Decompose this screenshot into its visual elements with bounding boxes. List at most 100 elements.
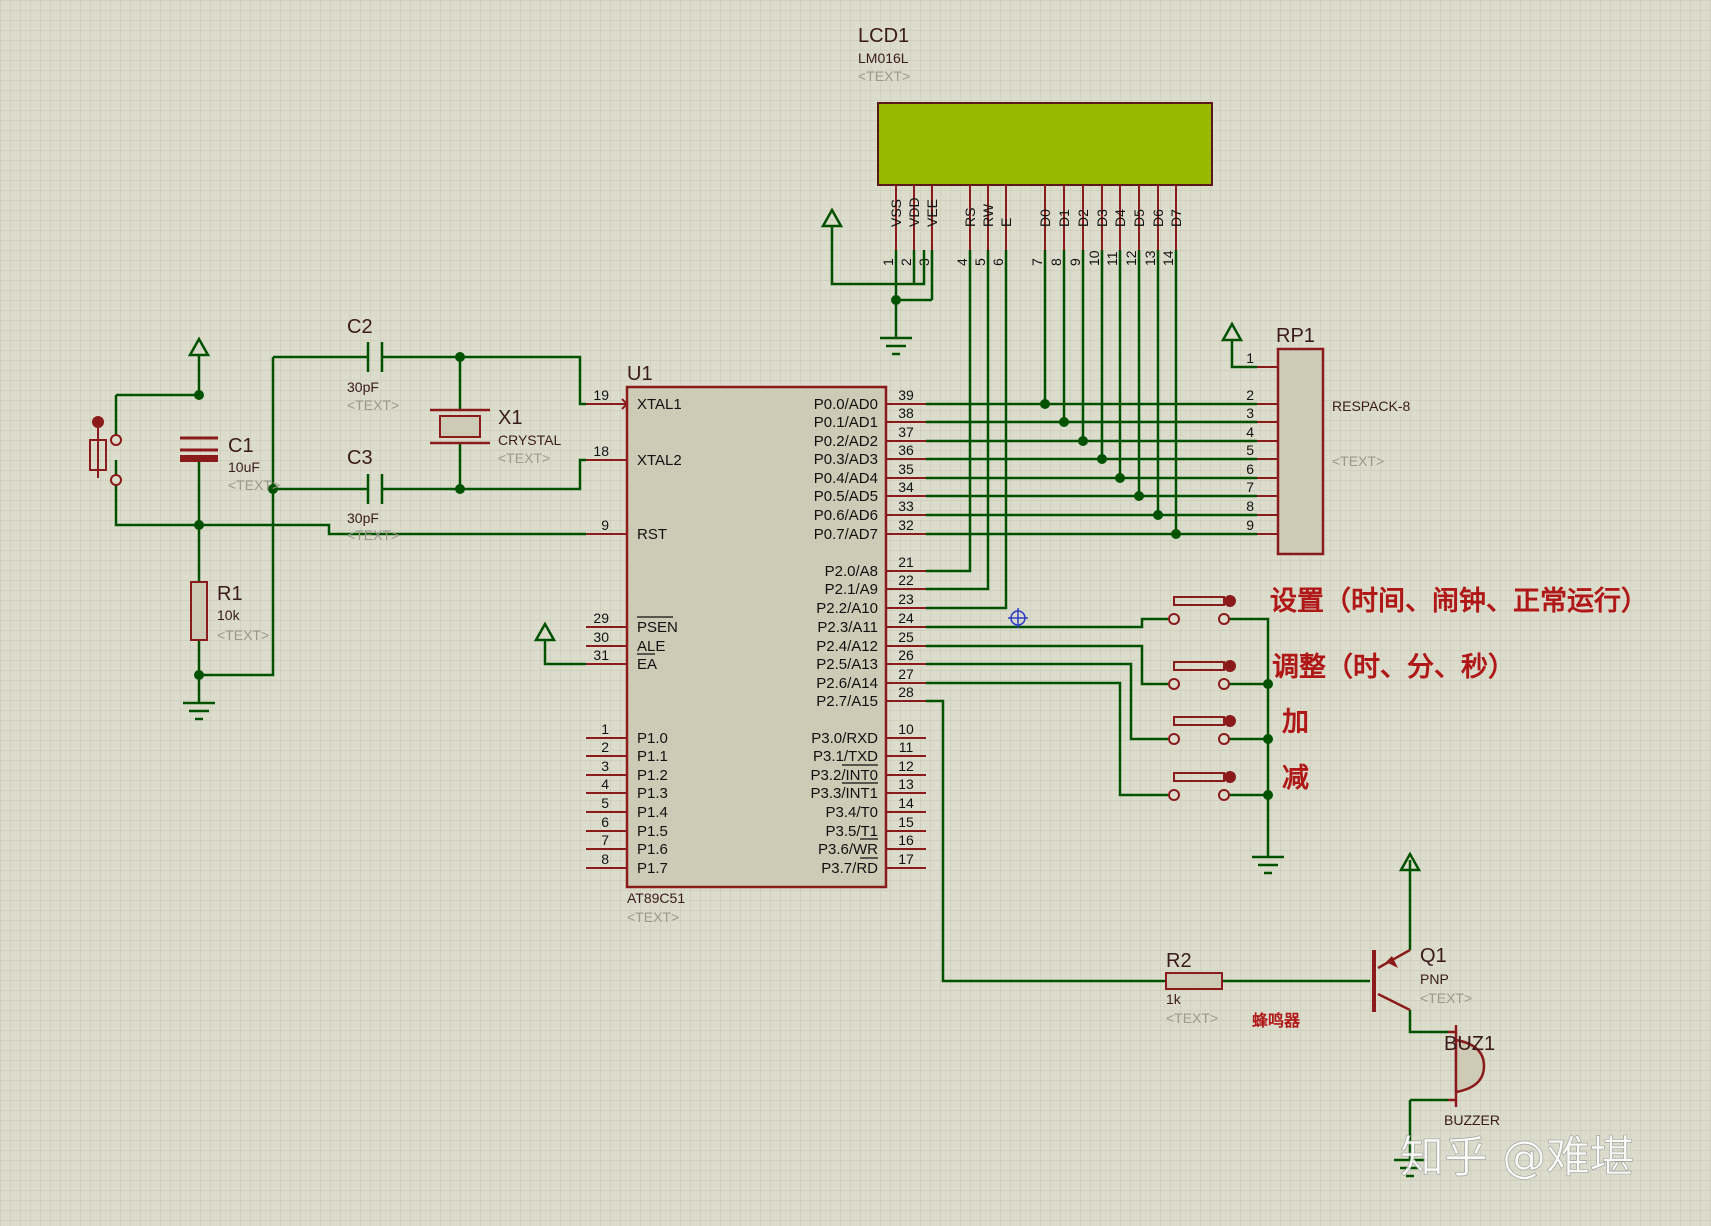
r2-body bbox=[1165, 972, 1223, 990]
lcd-pin-number: 2 bbox=[898, 258, 914, 266]
lcd-pin-name: D3 bbox=[1094, 209, 1110, 227]
u1-pin-number: 37 bbox=[898, 424, 914, 440]
u1-pin-number: 11 bbox=[899, 739, 914, 755]
u1-pin-number: 22 bbox=[898, 572, 914, 588]
wire-lcd-data bbox=[1043, 250, 1178, 534]
lcd-pin-name: D1 bbox=[1056, 209, 1072, 227]
u1-pin-number: 25 bbox=[898, 629, 914, 645]
lcd-pin-number: 4 bbox=[954, 258, 970, 266]
lcd-pin-number: 14 bbox=[1160, 250, 1176, 266]
annotation-minus: 减 bbox=[1282, 763, 1309, 794]
minus-button-knob bbox=[1224, 771, 1236, 783]
c2-text: <TEXT> bbox=[347, 397, 399, 413]
u1-pin-name: XTAL2 bbox=[637, 452, 682, 469]
q1-arrow bbox=[1386, 956, 1398, 968]
u1-pin-name: P1.2 bbox=[637, 767, 668, 784]
junction-dot bbox=[194, 390, 204, 400]
plus-button-plunger bbox=[1173, 716, 1225, 726]
vcc-arrow-q1 bbox=[1398, 851, 1422, 872]
u1-pin-name: P3.6/WR bbox=[818, 841, 878, 858]
minus-button[interactable] bbox=[1168, 771, 1236, 801]
c2-capacitor[interactable]: C2 30pF <TEXT> bbox=[347, 316, 400, 413]
u1-pin-number: 15 bbox=[898, 814, 914, 830]
u1-pin-name: P3.1/TXD bbox=[813, 748, 878, 765]
r2-value: 1k bbox=[1166, 991, 1182, 1007]
wire-p27-r2 bbox=[926, 699, 1370, 983]
r1-body bbox=[190, 581, 208, 641]
u1-pin-name: P1.1 bbox=[637, 748, 668, 765]
wire-btn-gnd bbox=[1228, 617, 1270, 857]
u1-pin-name: XTAL1 bbox=[637, 396, 682, 413]
r2-ref: R2 bbox=[1166, 950, 1192, 972]
power-symbols bbox=[183, 207, 1426, 1178]
u1-pin-name: P0.4/AD4 bbox=[814, 470, 878, 487]
rp1-pin-number: 7 bbox=[1246, 479, 1254, 495]
u1-pin-number: 1 bbox=[601, 721, 609, 737]
x1-crystal[interactable]: X1 CRYSTAL <TEXT> bbox=[430, 407, 561, 466]
vcc-arrow-lcd bbox=[820, 207, 844, 228]
lcd1[interactable]: LCD1 LM016L <TEXT> VSS1VDD2VEE3RS4RW5E6D… bbox=[858, 25, 1213, 266]
u1-pin-number: 12 bbox=[898, 758, 914, 774]
lcd-pin-name: D5 bbox=[1131, 209, 1147, 227]
c1-capacitor[interactable]: C1 10uF <TEXT> bbox=[180, 435, 280, 493]
adjust-button[interactable] bbox=[1168, 660, 1236, 690]
rp1-pin-number: 6 bbox=[1246, 461, 1254, 477]
lcd-pin-number: 1 bbox=[880, 258, 896, 266]
r2-resistor[interactable]: R2 1k <TEXT> bbox=[1165, 950, 1223, 1026]
junction-dot bbox=[1078, 436, 1088, 446]
q1-transistor[interactable]: Q1 PNP <TEXT> bbox=[1372, 945, 1472, 1012]
set-button-plunger bbox=[1173, 596, 1225, 606]
u1-pin-number: 7 bbox=[601, 832, 609, 848]
u1-mcu[interactable]: U1 AT89C51 <TEXT> 19XTAL118XTAL29RST29PS… bbox=[586, 363, 926, 925]
u1-pin-number: 39 bbox=[898, 387, 914, 403]
lcd-pin-number: 12 bbox=[1123, 250, 1139, 266]
ground-reset bbox=[183, 701, 215, 721]
c1-text: <TEXT> bbox=[228, 477, 280, 493]
u1-pin-number: 30 bbox=[593, 629, 609, 645]
r2-text: <TEXT> bbox=[1166, 1010, 1218, 1026]
reset-button-body bbox=[89, 428, 107, 478]
set-button-knob bbox=[1224, 595, 1236, 607]
u1-value: AT89C51 bbox=[627, 890, 685, 906]
reset-button-knob bbox=[92, 416, 104, 428]
u1-pin-number: 34 bbox=[898, 479, 914, 495]
u1-pin-name: P2.2/A10 bbox=[816, 600, 878, 617]
wire-cap-ground-rail bbox=[199, 357, 275, 677]
u1-pin-number: 31 bbox=[593, 647, 609, 663]
reset-button[interactable] bbox=[89, 416, 122, 486]
lcd-pin-number: 5 bbox=[972, 258, 988, 266]
x1-body bbox=[439, 415, 481, 438]
set-button[interactable] bbox=[1168, 595, 1236, 625]
c3-capacitor[interactable]: C3 30pF <TEXT> bbox=[347, 447, 400, 543]
junction-dot bbox=[891, 295, 901, 305]
u1-pin-name: P2.3/A11 bbox=[817, 619, 878, 636]
rp1-pin-number: 8 bbox=[1246, 498, 1254, 514]
rp1-pin-number: 9 bbox=[1246, 517, 1254, 533]
rp1-pin-number: 2 bbox=[1246, 387, 1254, 403]
c3-ref: C3 bbox=[347, 447, 373, 469]
u1-pin-number: 33 bbox=[898, 498, 914, 514]
u1-pin-number: 24 bbox=[898, 610, 914, 626]
wire-ea bbox=[543, 640, 586, 666]
u1-pin-number: 13 bbox=[898, 776, 914, 792]
u1-text: <TEXT> bbox=[627, 909, 679, 925]
adjust-button-contact bbox=[1168, 678, 1180, 690]
wire-c2 bbox=[273, 355, 586, 406]
ground-lcd bbox=[880, 336, 912, 356]
lcd-pin-name: D2 bbox=[1075, 209, 1091, 227]
u1-pin-name: P0.3/AD3 bbox=[814, 451, 878, 468]
u1-pin-name: P1.6 bbox=[637, 841, 668, 858]
buz1-buzzer[interactable]: BUZ1 BUZZER bbox=[1444, 1025, 1500, 1128]
u1-pin-name: P0.1/AD1 bbox=[814, 414, 878, 431]
junction-dot bbox=[268, 484, 278, 494]
wire-btn-set bbox=[926, 617, 1168, 629]
crosshair-cursor-icon bbox=[1008, 608, 1028, 628]
plus-button[interactable] bbox=[1168, 715, 1236, 745]
r1-ref: R1 bbox=[217, 583, 243, 605]
q1-ref: Q1 bbox=[1420, 945, 1447, 967]
watermark: 知乎 @难堪 bbox=[1400, 1132, 1634, 1183]
r1-resistor[interactable]: R1 10k <TEXT> bbox=[190, 581, 269, 643]
u1-pin-number: 35 bbox=[898, 461, 914, 477]
